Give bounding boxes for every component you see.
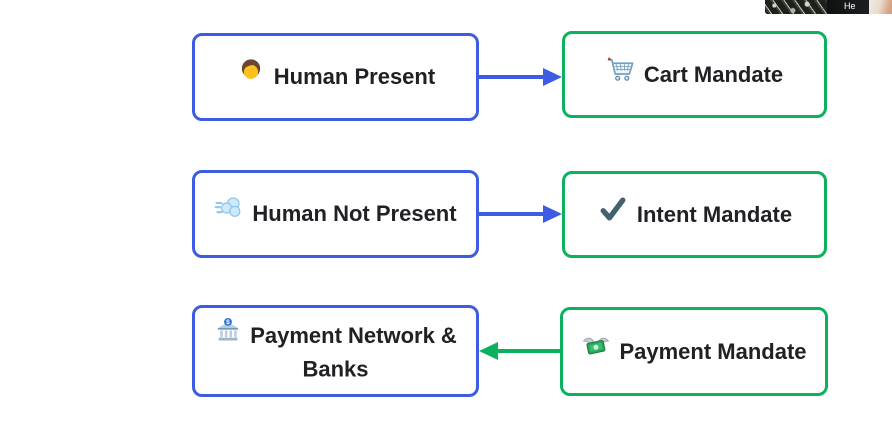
node-payment-network-and-banks: $ Payment Network & Banks: [192, 305, 479, 397]
person-icon: [236, 56, 266, 93]
node-label: Cart Mandate: [643, 61, 784, 87]
participant-name-fragment: He: [844, 1, 856, 11]
webcam-person-silhouette: [827, 0, 869, 14]
arrow-head-icon: [543, 68, 562, 86]
arrow-human-present-to-cart-mandate: [479, 68, 562, 86]
bank-icon: $: [214, 316, 242, 351]
arrow-line: [479, 212, 543, 216]
node-human-present: Human Present: [192, 33, 479, 121]
check-mark-icon: [597, 193, 629, 232]
arrow-payment-mandate-to-payment-network: [479, 342, 560, 360]
arrow-head-icon: [543, 205, 562, 223]
node-label: Intent Mandate: [636, 201, 793, 227]
node-label: Human Not Present: [252, 201, 457, 227]
arrow-line: [479, 75, 543, 79]
webcam-hand-blur: [869, 0, 892, 14]
money-with-wings-icon: [581, 331, 611, 368]
shopping-cart-icon: [606, 54, 636, 91]
node-content: Human Not Present: [214, 193, 457, 232]
node-content: Human Present: [236, 58, 435, 95]
webcam-thumbnail[interactable]: He: [765, 0, 892, 14]
node-label: Payment Network & Banks: [250, 323, 457, 382]
svg-text:$: $: [226, 319, 230, 326]
node-content: Cart Mandate: [606, 56, 783, 93]
node-content: Payment Mandate: [581, 331, 807, 370]
node-label: Payment Mandate: [619, 338, 807, 364]
node-cart-mandate: Cart Mandate: [562, 31, 827, 118]
arrow-human-not-present-to-intent-mandate: [479, 205, 562, 223]
arrow-head-icon: [479, 342, 498, 360]
webcam-background-foliage: [765, 0, 827, 14]
node-human-not-present: Human Not Present: [192, 170, 479, 258]
arrow-line: [498, 349, 560, 353]
node-content: Intent Mandate: [597, 195, 792, 234]
node-payment-mandate: Payment Mandate: [560, 307, 828, 396]
dash-wind-icon: [214, 193, 244, 230]
node-content: $ Payment Network & Banks: [209, 318, 462, 384]
node-label: Human Present: [273, 64, 436, 90]
node-intent-mandate: Intent Mandate: [562, 171, 827, 258]
